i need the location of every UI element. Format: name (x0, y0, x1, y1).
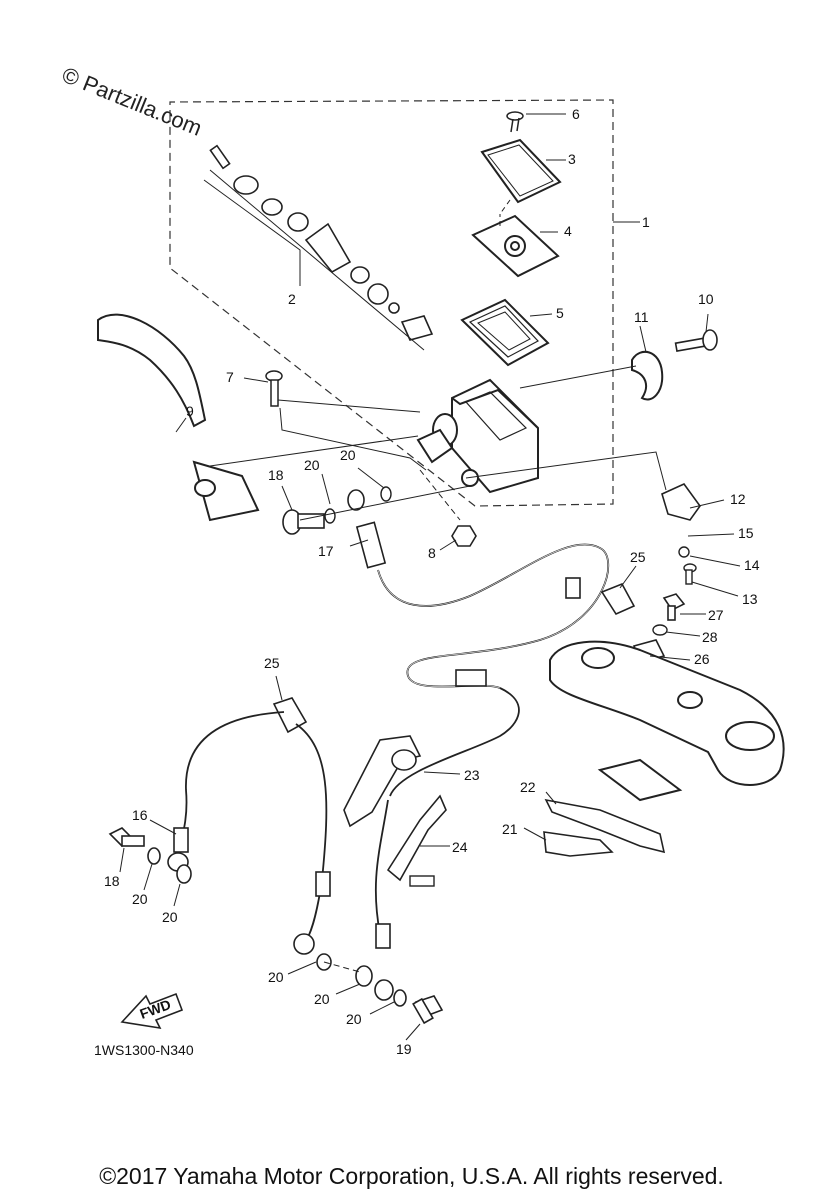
screw-7 (265, 370, 283, 407)
callout-17: 17 (318, 543, 334, 559)
callout-25a: 25 (630, 549, 646, 565)
brake-hose-right (295, 723, 328, 945)
callout-20e: 20 (268, 969, 284, 985)
callout-24: 24 (452, 839, 468, 855)
switch-12 (661, 483, 701, 521)
callout-14: 14 (744, 557, 760, 573)
callout-15: 15 (738, 525, 754, 541)
callout-5: 5 (556, 305, 564, 321)
callout-27: 27 (708, 607, 724, 623)
hose-fitting-17 (347, 489, 387, 569)
piston-kit-2 (209, 144, 434, 341)
callout-20b: 20 (340, 447, 356, 463)
bracket-22 (544, 798, 666, 854)
washer-28 (652, 624, 668, 636)
nut-8 (451, 525, 477, 547)
callout-4: 4 (564, 223, 572, 239)
diaphragm-5 (460, 298, 550, 367)
callout-22: 22 (520, 779, 536, 795)
callout-10: 10 (698, 291, 714, 307)
callout-25b: 25 (264, 655, 280, 671)
kit-leader-2 (203, 179, 301, 286)
callout-18: 18 (268, 467, 284, 483)
callout-23: 23 (464, 767, 480, 783)
brake-hose-left (179, 711, 285, 847)
bracket-21 (543, 831, 614, 857)
callout-20d: 20 (162, 909, 178, 925)
brake-lever-9 (97, 313, 260, 522)
callout-20a: 20 (304, 457, 320, 473)
callout-labels: 1 2 3 4 5 6 7 8 9 10 11 12 13 14 15 16 1… (104, 106, 760, 1057)
screw-6 (506, 111, 524, 133)
washer-20 (324, 508, 336, 524)
callout-20g: 20 (346, 1011, 362, 1027)
bracket-23 (343, 735, 422, 828)
screw-13 (683, 563, 697, 585)
callout-6: 6 (572, 106, 580, 122)
washer-14 (678, 546, 690, 558)
callout-19: 19 (396, 1041, 412, 1057)
master-cylinder-body (416, 378, 539, 494)
callout-2: 2 (288, 291, 296, 307)
callout-3: 3 (568, 151, 576, 167)
callout-8: 8 (428, 545, 436, 561)
reservoir-cap-3 (480, 138, 562, 204)
bolt-27 (662, 593, 686, 621)
bolt-10 (674, 329, 718, 352)
hose-joint-25 (272, 582, 636, 734)
callout-7: 7 (226, 369, 234, 385)
callout-20f: 20 (314, 991, 330, 1007)
callout-20c: 20 (132, 891, 148, 907)
copyright-text: ©2017 Yamaha Motor Corporation, U.S.A. A… (99, 1163, 724, 1189)
callout-11: 11 (634, 309, 649, 325)
assembly-outline (169, 99, 614, 507)
callout-16: 16 (132, 807, 148, 823)
callout-18-lower: 18 (104, 873, 120, 889)
fwd-arrow-icon (120, 992, 184, 1030)
lower-bracket (549, 640, 785, 802)
clamp-11 (631, 350, 664, 401)
diagram-code: 1WS1300-N340 (94, 1042, 194, 1058)
bracket-24 (386, 794, 447, 882)
callout-1: 1 (642, 214, 650, 230)
callout-9: 9 (186, 403, 194, 419)
hose-fitting-16 (173, 827, 189, 853)
diaphragm-plate-4 (471, 214, 560, 278)
callout-28: 28 (702, 629, 718, 645)
callout-26: 26 (694, 651, 710, 667)
callout-21: 21 (502, 821, 518, 837)
banjo-bolt-18 (282, 509, 325, 535)
callout-12: 12 (730, 491, 746, 507)
callout-13: 13 (742, 591, 758, 607)
